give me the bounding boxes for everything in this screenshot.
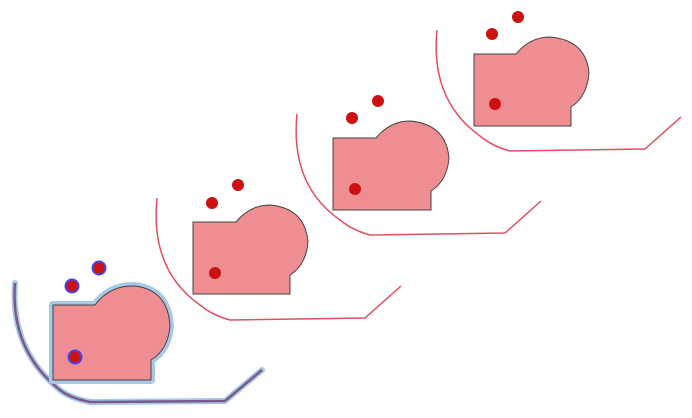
dot-top-right[interactable] xyxy=(372,95,384,107)
dot-top-right[interactable] xyxy=(232,179,244,191)
dot-inner[interactable] xyxy=(489,98,501,110)
dot-top-left[interactable] xyxy=(64,278,80,294)
dot-top-right[interactable] xyxy=(512,11,524,23)
base-curve[interactable] xyxy=(13,282,263,404)
dot-inner[interactable] xyxy=(209,267,221,279)
body-shape[interactable] xyxy=(473,36,590,127)
dot-top-left[interactable] xyxy=(206,197,218,209)
shape-group-2[interactable] xyxy=(155,179,402,321)
base-curve[interactable] xyxy=(435,29,682,152)
dot-inner[interactable] xyxy=(67,349,83,365)
shape-group-1[interactable] xyxy=(11,260,265,406)
shape-group-3[interactable] xyxy=(295,95,542,236)
dot-inner[interactable] xyxy=(349,183,361,195)
dot-top-left[interactable] xyxy=(346,112,358,124)
base-curve[interactable] xyxy=(155,197,402,321)
base-curve[interactable] xyxy=(295,113,542,236)
dot-top-right[interactable] xyxy=(91,260,107,276)
dot-top-left[interactable] xyxy=(486,28,498,40)
body-shape[interactable] xyxy=(332,120,450,211)
shape-group-4[interactable] xyxy=(435,11,682,152)
body-shape[interactable] xyxy=(192,204,309,295)
